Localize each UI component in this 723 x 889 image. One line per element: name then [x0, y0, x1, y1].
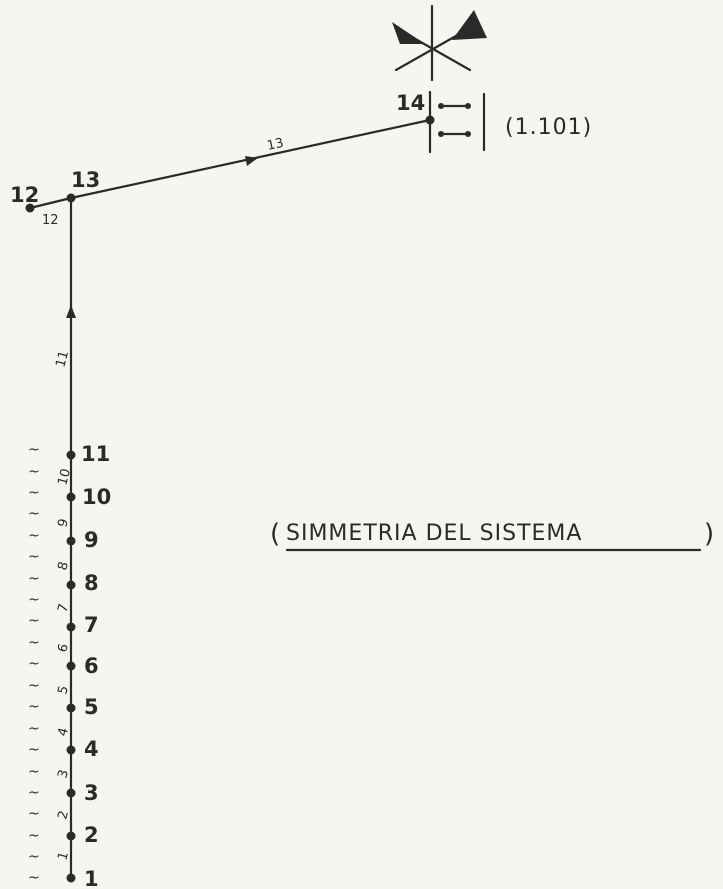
svg-text:~: ~ [28, 699, 40, 715]
svg-text:~: ~ [28, 613, 40, 629]
segment-label-8: 8 [55, 560, 72, 572]
svg-text:~: ~ [28, 635, 40, 651]
node-6 [66, 661, 76, 671]
svg-text:~: ~ [28, 549, 40, 565]
svg-text:~: ~ [28, 870, 40, 886]
segment-label-2: 2 [55, 809, 72, 821]
svg-text:~: ~ [28, 806, 40, 822]
svg-text:~: ~ [28, 785, 40, 801]
terminal-code: (1.101) [505, 115, 592, 140]
node-label-2: 2 [84, 823, 99, 847]
svg-text:~: ~ [28, 571, 40, 587]
svg-text:~: ~ [28, 764, 40, 780]
node-4 [66, 745, 76, 755]
node-label-10: 10 [82, 485, 111, 509]
node-label-7: 7 [84, 613, 99, 637]
node-label-4: 4 [84, 737, 99, 761]
segment-label-10: 10 [55, 467, 74, 487]
segment-label-9: 9 [55, 517, 72, 529]
node-11 [66, 450, 76, 460]
node-label-8: 8 [84, 571, 99, 595]
segment-label-7: 7 [55, 602, 72, 614]
node-label-3: 3 [84, 781, 99, 805]
node-8 [66, 580, 76, 590]
node-label-5: 5 [84, 695, 99, 719]
segment-label-12: 12 [42, 213, 59, 228]
svg-text:~: ~ [28, 528, 40, 544]
segment-label-1: 1 [55, 850, 72, 862]
tilde-marks: ~ ~ ~ ~ ~ ~ ~ ~ ~ ~ ~ ~ ~ ~ ~ ~ ~ ~ ~ ~ … [28, 442, 40, 886]
node-14 [425, 115, 435, 125]
node-7 [66, 622, 76, 632]
segment-label-4: 4 [55, 726, 72, 738]
svg-text:~: ~ [28, 656, 40, 672]
svg-text:~: ~ [28, 442, 40, 458]
svg-text:~: ~ [28, 742, 40, 758]
node-12 [25, 203, 35, 213]
caption-open-paren: ( [270, 519, 280, 549]
terminal-device [428, 90, 486, 154]
crossed-flags-icon [392, 4, 487, 82]
segment-label-5: 5 [55, 684, 72, 696]
node-9 [66, 536, 76, 546]
svg-text:~: ~ [28, 464, 40, 480]
node-13 [66, 193, 76, 203]
node-label-12: 12 [10, 183, 39, 207]
node-label-1: 1 [84, 867, 99, 889]
svg-text:~: ~ [28, 592, 40, 608]
node-2 [66, 831, 76, 841]
segment-label-6: 6 [55, 642, 72, 654]
svg-text:~: ~ [28, 506, 40, 522]
caption: ( SIMMETRIA DEL SISTEMA ) [270, 519, 714, 552]
flow-arrow-up [66, 305, 76, 318]
caption-close-paren: ) [704, 519, 714, 549]
caption-text: SIMMETRIA DEL SISTEMA [286, 521, 582, 546]
node-label-13: 13 [71, 168, 100, 192]
node-5 [66, 703, 76, 713]
svg-text:~: ~ [28, 485, 40, 501]
node-label-9: 9 [84, 528, 99, 552]
svg-text:~: ~ [28, 849, 40, 865]
node-label-11: 11 [81, 442, 110, 466]
segment-label-3: 3 [55, 768, 72, 780]
svg-text:~: ~ [28, 678, 40, 694]
segment-label-13: 13 [266, 136, 285, 154]
flow-arrow-right [245, 156, 258, 166]
node-label-14: 14 [396, 91, 425, 115]
segment-label-11: 11 [53, 349, 72, 369]
svg-text:~: ~ [28, 721, 40, 737]
node-1 [66, 873, 76, 883]
svg-text:~: ~ [28, 828, 40, 844]
node-3 [66, 788, 76, 798]
node-10 [66, 492, 76, 502]
node-label-6: 6 [84, 654, 99, 678]
branch-line-12 [28, 196, 73, 210]
